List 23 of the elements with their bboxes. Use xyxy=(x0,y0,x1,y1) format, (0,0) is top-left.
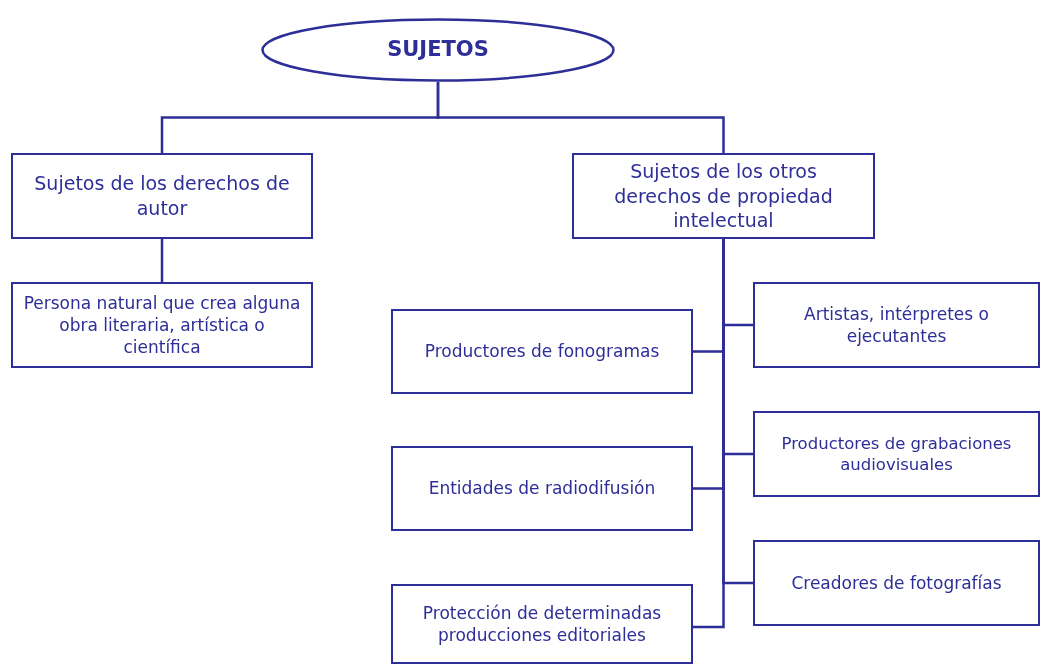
node-label: Artistas, intérpretes o ejecutantes xyxy=(803,302,990,348)
process-box xyxy=(753,282,1040,368)
process-box xyxy=(572,153,875,239)
process-box xyxy=(11,282,313,368)
process-box xyxy=(753,411,1040,497)
process-box xyxy=(391,584,693,664)
node-label: Sujetos de los otros derechos de propiedad intelectual xyxy=(613,158,834,234)
process-box xyxy=(391,309,693,394)
process-box xyxy=(11,153,313,239)
process-box xyxy=(753,540,1040,626)
node-label: SUJETOS xyxy=(387,36,489,64)
node-label: Persona natural que crea alguna obra literaria, artística o científica xyxy=(23,291,301,359)
node-label: Protección de determinadas producciones editoriales xyxy=(421,601,663,647)
process-box xyxy=(391,446,693,531)
node-label: Creadores de fotografías xyxy=(791,571,1002,595)
node-label: Productores de fonogramas xyxy=(424,340,660,363)
connector-line xyxy=(160,239,164,282)
node-label: Entidades de radiodifusión xyxy=(428,477,656,500)
node-label: Productores de grabaciones audiovisuales xyxy=(780,432,1013,476)
node-label: Sujetos de los derechos de autor xyxy=(33,171,291,221)
connector-line xyxy=(436,82,725,153)
connector-line xyxy=(693,239,725,629)
ellipse-node xyxy=(261,18,615,82)
